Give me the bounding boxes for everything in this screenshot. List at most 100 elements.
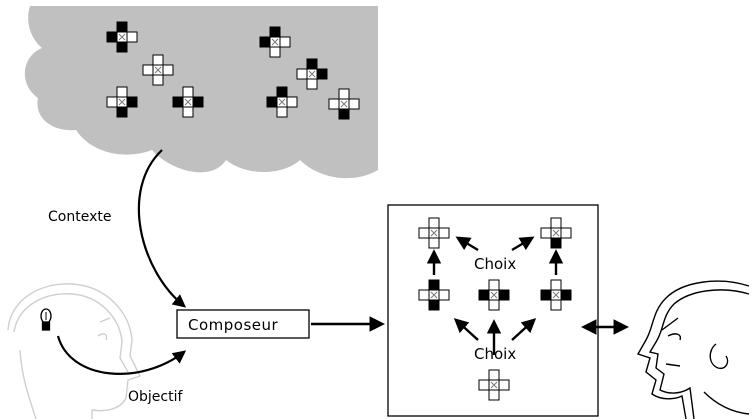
cross-center-mark xyxy=(490,291,498,299)
cloud-cross-6 xyxy=(296,58,328,90)
cross-center-mark xyxy=(278,98,286,106)
cross-center-mark xyxy=(490,381,498,389)
cross-arm-top xyxy=(276,86,288,98)
cross-arm-right xyxy=(560,289,572,301)
cross-arm-left xyxy=(540,289,552,301)
arrow-choice-to-top-left xyxy=(455,236,479,252)
choice-label-top: Choix xyxy=(474,255,516,273)
cross-arm-bottom xyxy=(338,108,350,120)
cross-arm-top xyxy=(550,217,562,229)
box-cross-bottom xyxy=(478,369,510,401)
context-cloud xyxy=(24,6,379,179)
cloud-crosses xyxy=(106,21,360,120)
cross-arm-right xyxy=(560,227,572,239)
cross-arm-bottom xyxy=(428,299,440,311)
cross-arm-left xyxy=(540,227,552,239)
cross-center-mark xyxy=(118,33,126,41)
cross-arm-left xyxy=(418,289,430,301)
cross-arm-left xyxy=(418,227,430,239)
box-cross-mid-right xyxy=(540,279,572,311)
listener-head-icon xyxy=(636,280,750,419)
objective-label: Objectif xyxy=(128,389,183,405)
arrow-bottom-to-mid-right xyxy=(511,318,537,341)
cross-arm-right xyxy=(162,64,174,76)
cross-arm-right xyxy=(286,96,298,108)
cross-arm-left xyxy=(328,98,340,110)
cross-arm-right xyxy=(126,31,138,43)
cross-arm-bottom xyxy=(488,299,500,311)
cross-center-mark xyxy=(552,229,560,237)
cross-arm-top xyxy=(488,369,500,381)
cross-arm-bottom xyxy=(488,389,500,401)
cross-arm-left xyxy=(296,68,308,80)
cross-center-mark xyxy=(340,100,348,108)
cloud-cross-3 xyxy=(106,86,138,118)
cloud-cross-8 xyxy=(328,88,360,120)
thinking-head-icon xyxy=(7,283,141,419)
cross-arm-bottom xyxy=(276,106,288,118)
cross-arm-bottom xyxy=(116,41,128,53)
box-cross-mid-left xyxy=(418,279,450,311)
cross-arm-left xyxy=(106,31,118,43)
cross-arm-right xyxy=(438,289,450,301)
cross-arm-top xyxy=(488,279,500,291)
cloud-cross-4 xyxy=(172,86,204,118)
box-cross-top-left xyxy=(418,217,450,249)
cross-arm-left xyxy=(106,96,118,108)
cross-arm-top xyxy=(116,21,128,33)
cross-arm-right xyxy=(498,289,510,301)
cross-center-mark xyxy=(308,70,316,78)
cross-arm-right xyxy=(279,36,291,48)
arrow-choice-to-top-right xyxy=(511,236,535,252)
choice-arrows xyxy=(426,236,564,355)
cross-arm-left xyxy=(172,96,184,108)
cloud-cross-2 xyxy=(142,54,174,86)
cloud-cross-5 xyxy=(259,26,291,58)
cross-arm-top xyxy=(338,88,350,100)
cross-center-mark xyxy=(430,291,438,299)
cross-arm-top xyxy=(550,279,562,291)
box-cross-top-right xyxy=(540,217,572,249)
context-arrow xyxy=(137,149,187,308)
composer-box xyxy=(176,309,310,339)
cross-arm-left xyxy=(142,64,154,76)
cross-arm-right xyxy=(192,96,204,108)
cross-arm-bottom xyxy=(428,237,440,249)
arrow-bottom-to-mid-left xyxy=(453,318,479,341)
cross-arm-bottom xyxy=(269,46,281,58)
choice-label-bottom: Choix xyxy=(474,345,516,363)
box-cross-mid-center xyxy=(478,279,510,311)
context-label: Contexte xyxy=(48,209,111,225)
cross-arm-bottom xyxy=(152,74,164,86)
cloud-cross-1 xyxy=(106,21,138,53)
cross-arm-right xyxy=(348,98,360,110)
cross-arm-top xyxy=(269,26,281,38)
cross-arm-bottom xyxy=(116,106,128,118)
cross-center-mark xyxy=(552,291,560,299)
cross-arm-bottom xyxy=(550,299,562,311)
cross-arm-top xyxy=(182,86,194,98)
cross-arm-bottom xyxy=(306,78,318,90)
cross-arm-right xyxy=(438,227,450,239)
cross-arm-top xyxy=(116,86,128,98)
cross-arm-top xyxy=(428,217,440,229)
cross-arm-right xyxy=(126,96,138,108)
cross-arm-top xyxy=(306,58,318,70)
cross-center-mark xyxy=(430,229,438,237)
cross-arm-top xyxy=(428,279,440,291)
objective-arrow xyxy=(56,335,187,375)
cross-arm-left xyxy=(478,379,490,391)
cross-arm-bottom xyxy=(550,237,562,249)
box-crosses xyxy=(418,217,572,401)
cross-center-mark xyxy=(271,38,279,46)
cross-arm-left xyxy=(478,289,490,301)
cross-arm-left xyxy=(266,96,278,108)
lightbulb-icon xyxy=(40,308,52,331)
cross-center-mark xyxy=(154,66,162,74)
cross-arm-bottom xyxy=(182,106,194,118)
cross-arm-right xyxy=(316,68,328,80)
cross-arm-right xyxy=(498,379,510,391)
cloud-cross-7 xyxy=(266,86,298,118)
